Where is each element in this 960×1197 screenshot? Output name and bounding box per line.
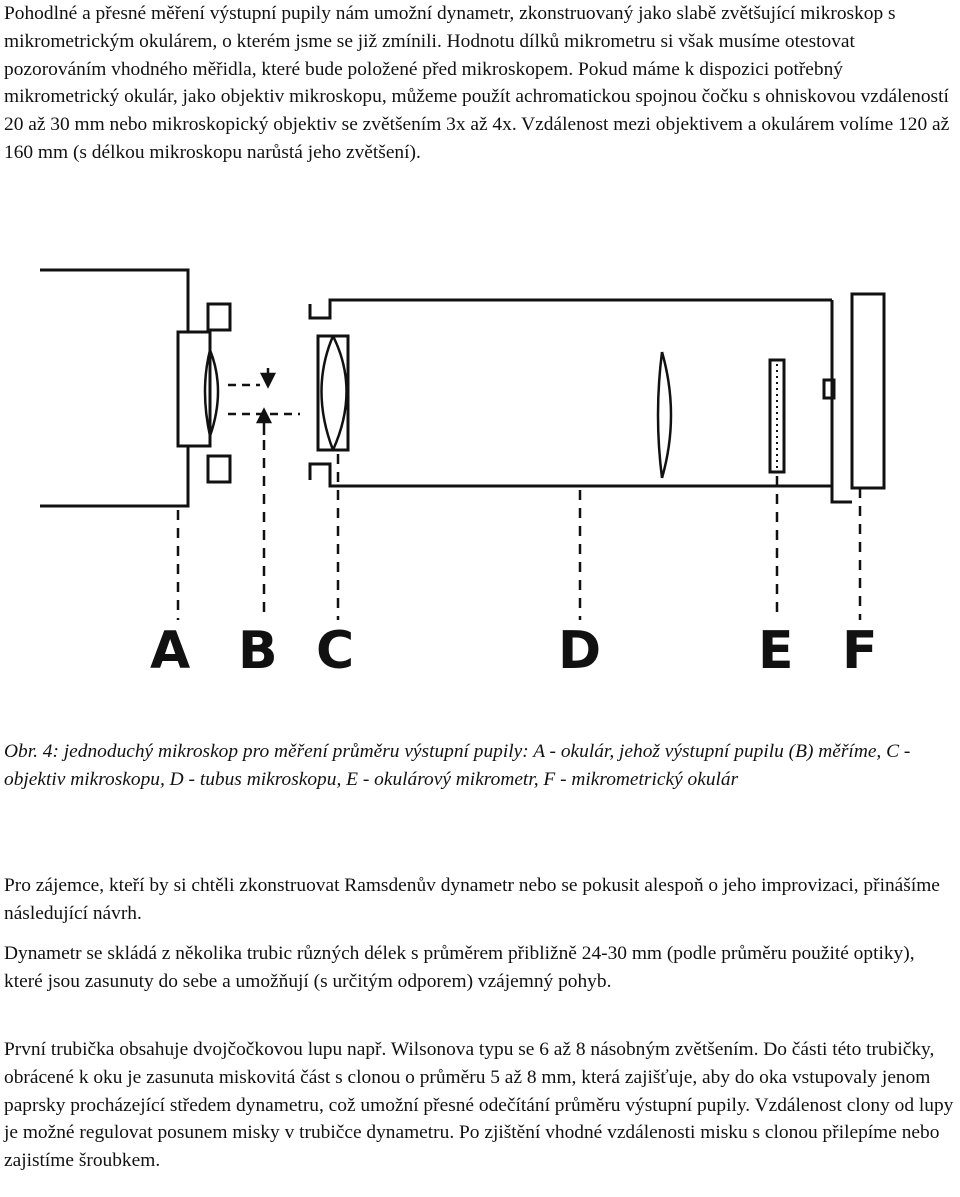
label-f: F <box>842 621 878 680</box>
label-e: E <box>758 621 794 680</box>
label-c: C <box>316 621 354 680</box>
label-d: D <box>558 621 601 680</box>
objective-c-tube-d-drawing <box>308 298 834 488</box>
paragraph-first-tube: První trubička obsahuje dvojčočkovou lup… <box>4 1039 954 1172</box>
leader-lines <box>176 440 862 620</box>
eyepiece-a-drawing <box>40 268 232 508</box>
label-b: B <box>238 621 278 680</box>
micrometer-e-drawing <box>768 358 836 474</box>
microscope-diagram: A B C D E F <box>40 268 886 680</box>
figure-caption: Obr. 4: jednoduchý mikroskop pro měření … <box>4 741 911 790</box>
intro-paragraph: Pohodlné a přesné měření výstupní pupily… <box>4 3 950 163</box>
micrometric-eyepiece-f-drawing <box>830 292 886 504</box>
paragraph-ramsden: Pro zájemce, kteří by si chtěli zkonstru… <box>4 875 940 924</box>
label-a: A <box>150 621 190 680</box>
paragraph-tubes: Dynametr se skládá z několika trubic růz… <box>4 943 915 992</box>
exit-pupil-b-drawing <box>228 368 300 435</box>
